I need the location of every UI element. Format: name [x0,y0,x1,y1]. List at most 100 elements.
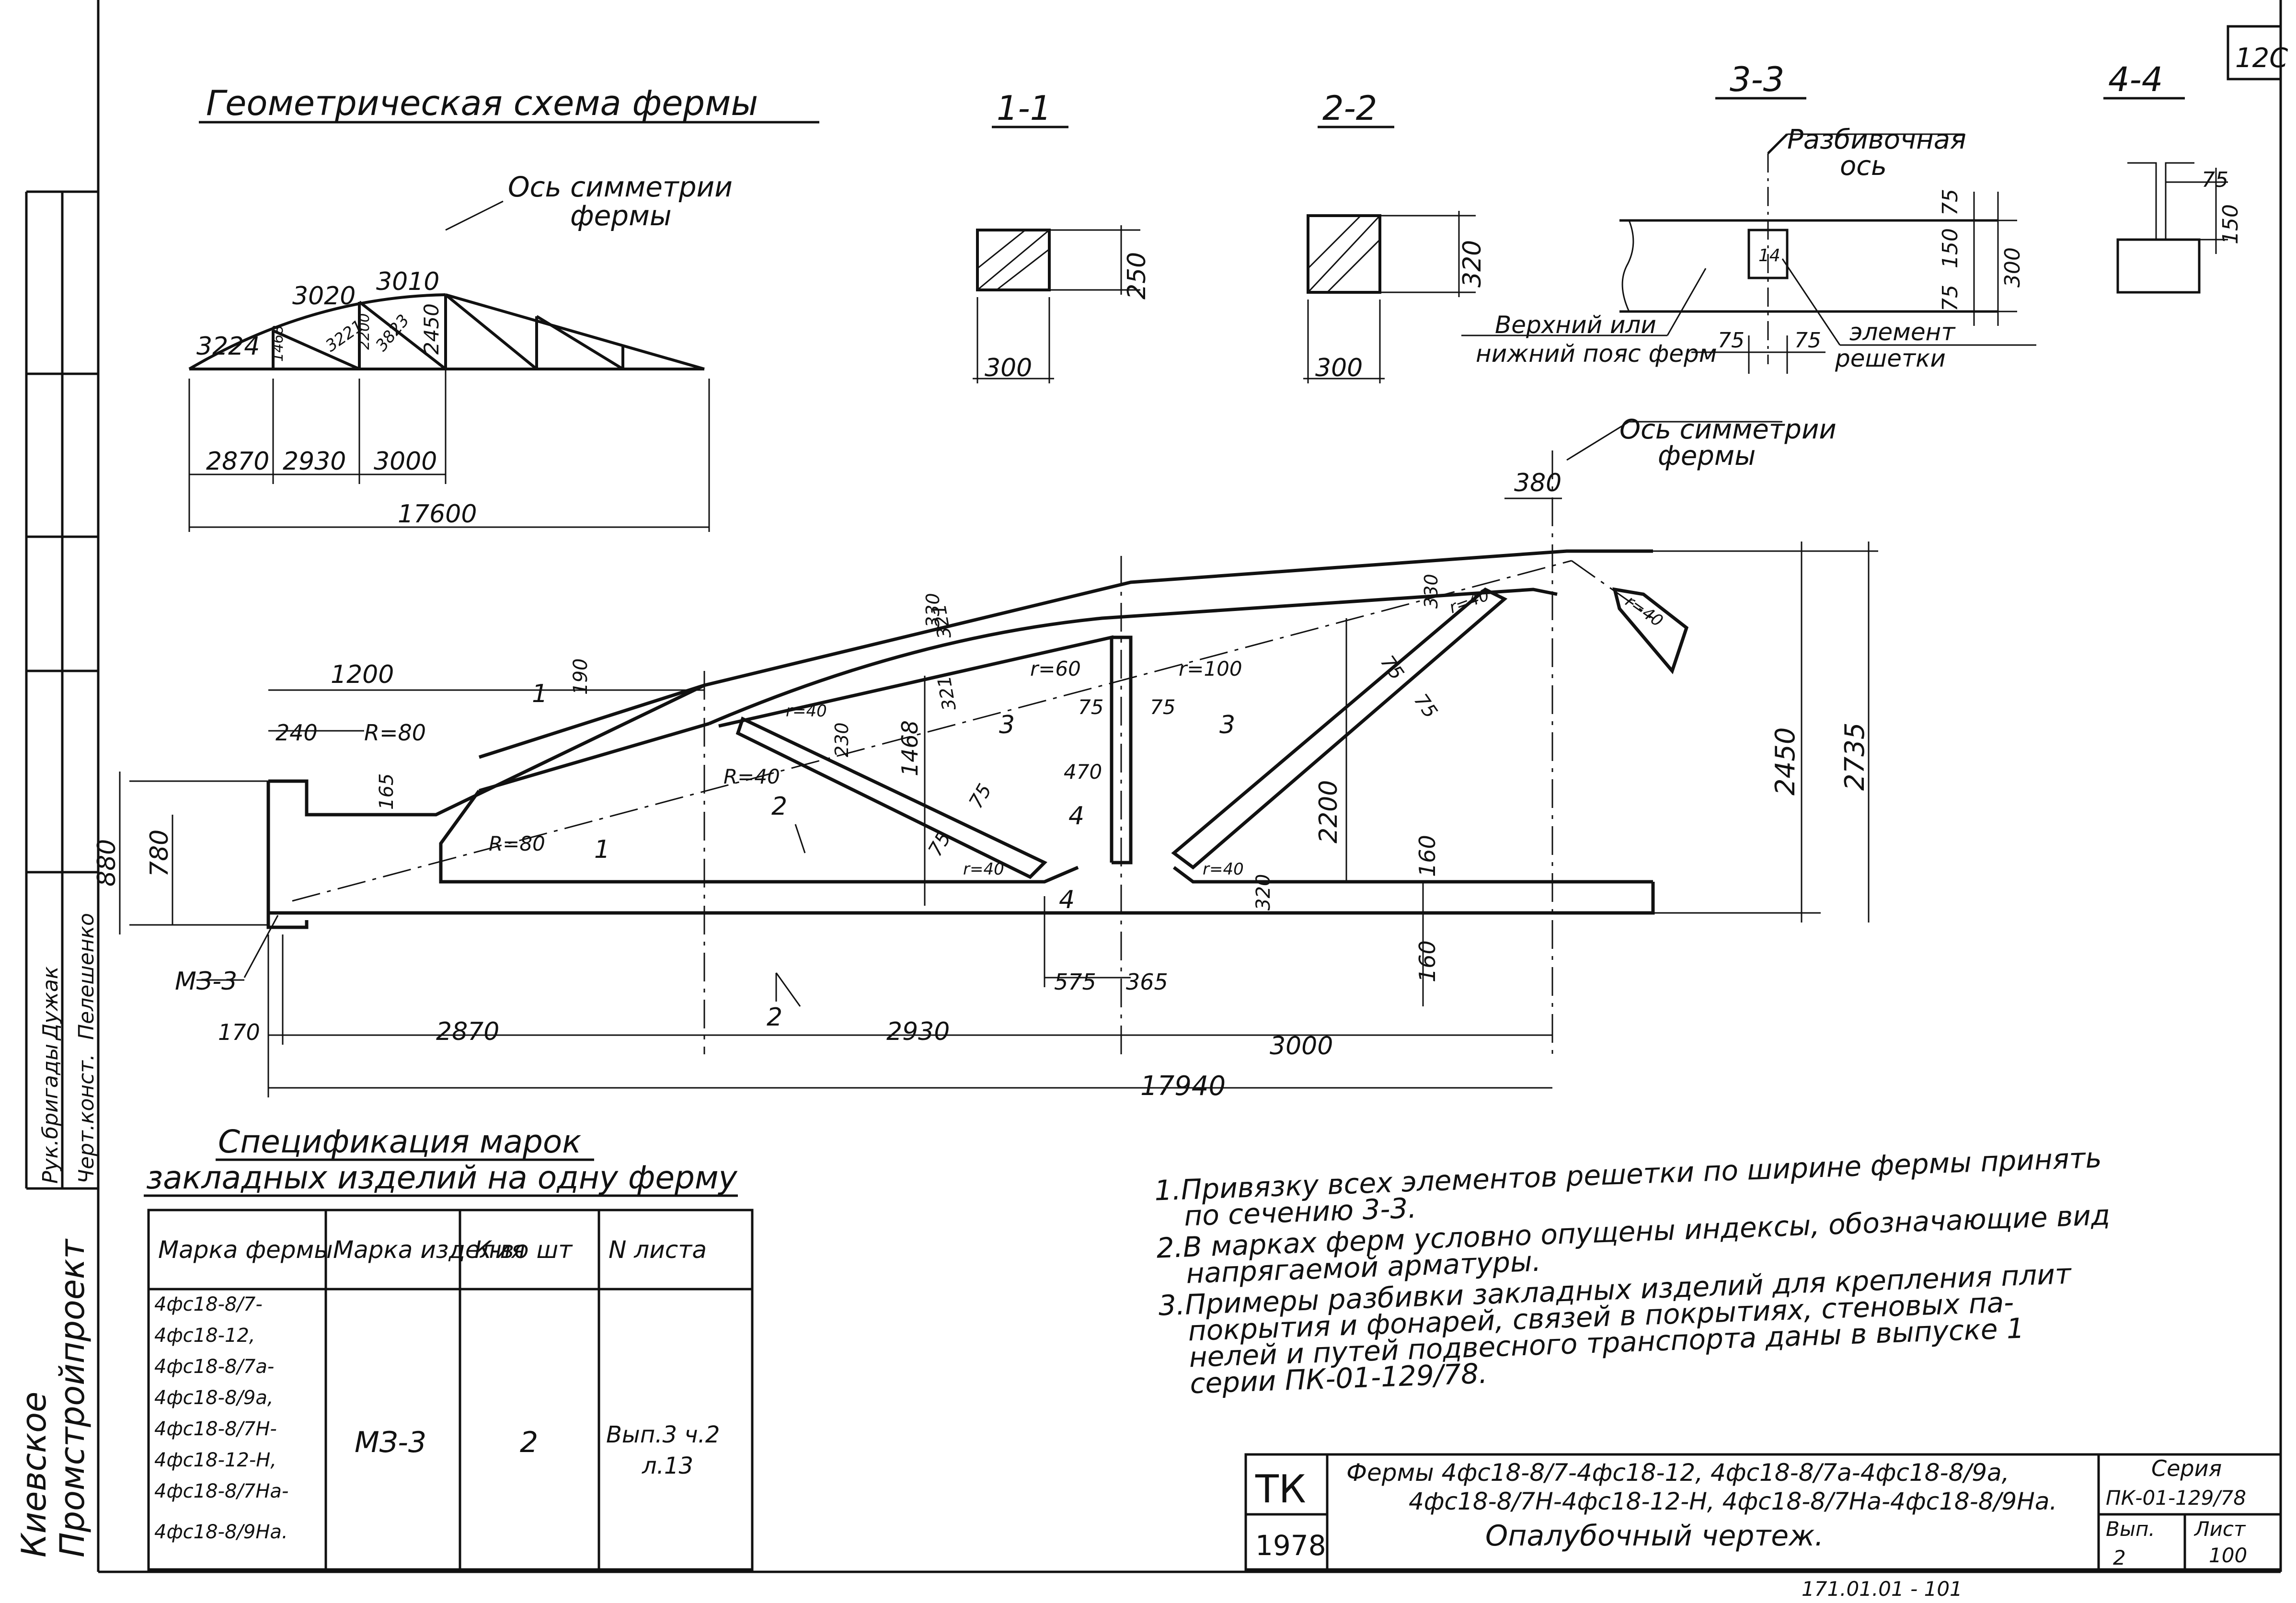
section-4-dim-150: 150 [2218,204,2243,244]
section-3-label-left-1: Верхний или [1495,311,1656,339]
mark-2a: 2 [771,792,787,821]
mark-1b: 1 [594,835,610,864]
dim-75f: 75 [1410,690,1442,722]
side-name-2: Пелешенко [74,913,99,1040]
spec-table [147,1209,754,1571]
dim-r40d: r=40 [1446,586,1492,618]
dim-575: 575 [1054,969,1096,995]
section-3-dim-75-r: 75 [1794,328,1821,353]
dim-320: 320 [1252,874,1274,911]
dim-470: 470 [1064,760,1102,784]
section-4-dim-75: 75 [2202,168,2228,192]
dim-230: 230 [831,722,852,757]
section-2-width: 300 [1315,354,1363,382]
section-3-dim-75-l: 75 [1718,328,1745,353]
section-4-label: 4-4 [2108,60,2163,99]
schema-title: Геометрическая схема фермы [206,83,758,123]
dim-780: 780 [145,830,174,877]
spec-truss-mark-5: 4фс18-8/7Н- [154,1418,277,1440]
spec-truss-mark-7: 4фс18-8/7На- [154,1480,288,1502]
section-labels: 1-1 2-2 3-3 4-4 [997,60,2163,128]
stamp-tk: ТК [1255,1467,1306,1511]
dim-r80b: R=80 [489,832,545,855]
dim-330b: 330 [1421,574,1442,609]
section-1-label: 1-1 [997,89,1051,128]
section-1-drawing [973,225,1140,383]
section-3-dim-75-b: 75 [1938,285,1963,311]
section-label-underlines [992,97,2185,128]
spec-header-3: К-во шт [474,1236,573,1264]
section-3-label-top-1: Разбивочная [1787,124,1966,155]
section-3-label-right-2: решетки [1835,345,1946,372]
stamp-title-3: Опалубочный чертеж. [1485,1519,1824,1553]
section-3-label: 3-3 [1730,60,1784,99]
truss-elevation [266,549,1689,929]
schema-chord-2: 3020 [292,282,356,311]
dim-75c: 75 [965,780,996,812]
schema-axis-label-2: фермы [570,199,672,232]
corner-number: 12C [2235,43,2288,74]
section-2-label: 2-2 [1322,89,1377,128]
section-3-dim-75-a: 75 [1938,189,1963,216]
geometric-schema [188,200,710,532]
schema-panel-3: 3000 [374,447,437,476]
dim-160b: 160 [1414,940,1440,982]
dim-240: 240 [276,720,318,746]
side-role-2: Черт.конст. [74,1054,99,1184]
dim-2450: 2450 [1770,727,1801,796]
side-role-1: Рук.бригады [38,1044,63,1184]
stamp-list-label: Лист [2193,1517,2246,1541]
truss-elevation-text: Ось симметрии фермы 380 1200 240 R=80 16… [92,414,1871,1102]
schema-span: 17600 [398,500,477,529]
section-1-height: 250 [1123,252,1151,300]
section-1-width: 300 [985,354,1032,382]
spec-header-4: N листа [608,1236,707,1264]
stamp-series-label: Серия [2151,1455,2222,1481]
stamp-title-1: Фермы 4фс18-8/7-4фс18-12, 4фс18-8/7а-4фс… [1346,1459,2009,1487]
schema-vertical-1: 1468 [270,325,287,362]
dim-365: 365 [1126,969,1168,995]
section-3-label-left-2: нижний пояс ферм [1476,340,1717,368]
spec-title-1: Спецификация марок [218,1123,581,1160]
dim-75a: 75 [1078,695,1103,719]
dim-r40c: r=40 [1203,860,1244,879]
truss-centerlines [292,450,1653,1054]
dim-r40e: r=40 [1622,592,1666,631]
dim-75b: 75 [1150,695,1175,719]
schema-vertical-3: 2450 [420,303,443,355]
dim-75d: 75 [924,828,955,860]
schema-panel-1: 2870 [206,447,269,476]
section-2-drawing [1303,211,1476,383]
note-line-2: по сечению 3-3. [1183,1192,1417,1233]
elev-axis-label-2: фермы [1658,440,1756,472]
spec-title-2: закладных изделий на одну ферму [146,1159,738,1196]
dim-r40a: r=40 [786,702,827,721]
dim-321b: 321 [933,674,960,712]
elevation-dimension-lines [119,421,1878,1097]
embedded-label: МЗ-3 [175,967,237,996]
mark-1a: 1 [532,680,548,708]
stamp-series-value: ПК-01-129/78 [2106,1486,2246,1510]
spec-sheet-ref-1: Вып.3 ч.2 [606,1421,720,1448]
stamp-year: 1978 [1255,1529,1326,1562]
notes: 1.Привязку всех элементов решетки по шир… [1154,1142,2111,1400]
stamp-bottom-code: 171.01.01 - 101 [1802,1577,1963,1601]
stamp-vyp-value: 2 [2113,1546,2126,1569]
mark-4a: 4 [1068,802,1084,830]
dim-1200: 1200 [331,660,394,689]
spec-truss-mark-1: 4фс18-8/7- [154,1293,263,1315]
side-org-1: Промстройпроект [53,1238,92,1557]
dim-190: 190 [570,658,592,695]
spec-sheet-ref-2: л.13 [642,1453,693,1479]
dim-r40b: r=40 [963,860,1004,879]
dim-r80a: R=80 [364,720,426,746]
dim-2735: 2735 [1839,722,1871,791]
elev-axis-label-1: Ось симметрии [1619,414,1837,445]
schema-panel-2: 2930 [283,447,346,476]
spec-truss-mark-6: 4фс18-12-Н, [154,1449,276,1471]
stamp-vyp-label: Вып. [2106,1517,2155,1541]
dim-330a: 330 [922,593,943,628]
title-block [1244,1453,2282,1571]
side-org-2: Киевское [14,1392,54,1557]
